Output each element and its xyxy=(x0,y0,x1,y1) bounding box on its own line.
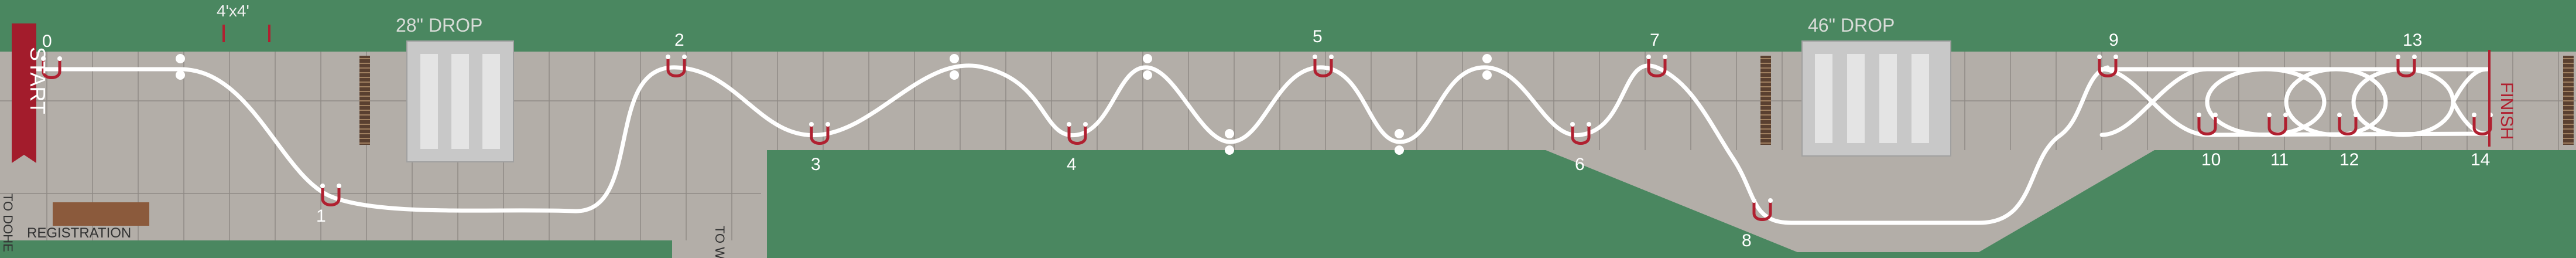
gate-bracket-icon xyxy=(1313,55,1334,77)
gate-bracket-icon xyxy=(1646,55,1667,77)
gate-bracket-icon xyxy=(2197,113,2218,135)
gate-bracket-icon xyxy=(2396,55,2417,77)
cone-dot-icon xyxy=(1143,54,1152,63)
gate-bracket-icon xyxy=(1067,122,1088,145)
drain-grates xyxy=(359,56,2574,145)
drain-grate-icon xyxy=(1760,56,1771,145)
cone-markers xyxy=(176,54,1492,155)
gate-number-2: 2 xyxy=(674,30,684,50)
gate-number-0: 0 xyxy=(42,32,52,51)
cone-dot-icon xyxy=(1225,129,1234,138)
grid-scale-marker xyxy=(222,25,270,42)
grid-scale-label: 4'x4' xyxy=(217,2,249,20)
gate-number-7: 7 xyxy=(1650,30,1660,50)
gate-number-12: 12 xyxy=(2339,150,2359,169)
cone-dot-icon xyxy=(1143,70,1152,80)
registration-table xyxy=(53,202,149,226)
gate-bracket-icon xyxy=(1570,122,1591,145)
cone-dot-icon xyxy=(1482,70,1492,80)
gate-bracket-icon xyxy=(809,122,830,145)
cone-dot-icon xyxy=(176,54,185,63)
gate-number-10: 10 xyxy=(2201,150,2221,169)
drop-28-label: 28" DROP xyxy=(396,15,482,36)
drain-grate-icon xyxy=(2563,56,2574,145)
cone-dot-icon xyxy=(950,54,959,63)
gate-bracket-icon xyxy=(2267,113,2288,135)
cone-dot-icon xyxy=(1395,145,1404,155)
gate-bracket-icon xyxy=(1752,198,1773,221)
gate-number-13: 13 xyxy=(2403,30,2422,50)
drop-46-label: 46" DROP xyxy=(1808,15,1895,36)
cone-dot-icon xyxy=(1395,129,1404,138)
gate-bracket-icon xyxy=(2097,55,2118,77)
gate-bracket-icon xyxy=(41,56,62,79)
gate-bracket-icon xyxy=(666,55,687,77)
drop-ramp-28 xyxy=(406,40,514,162)
gate-bracket-icon xyxy=(2337,113,2358,135)
cone-dot-icon xyxy=(1482,54,1492,63)
cone-dot-icon xyxy=(950,70,959,80)
gate-number-1: 1 xyxy=(316,206,326,226)
to-doheny-label: TO DOHE xyxy=(1,193,15,252)
gate-bracket-icon xyxy=(320,184,341,206)
gate-number-6: 6 xyxy=(1575,155,1585,174)
finish-label: FINISH xyxy=(2497,82,2516,140)
gate-markers xyxy=(41,55,2493,221)
gate-number-11: 11 xyxy=(2270,150,2289,169)
cone-dot-icon xyxy=(1225,145,1234,155)
start-label: START xyxy=(26,47,50,114)
gate-number-3: 3 xyxy=(811,155,821,174)
drain-grate-icon xyxy=(359,56,370,145)
drop-ramp-46 xyxy=(1801,40,1951,157)
gate-number-4: 4 xyxy=(1067,155,1077,174)
start-banner: START xyxy=(12,23,50,163)
cone-dot-icon xyxy=(176,70,185,80)
gate-number-14: 14 xyxy=(2471,150,2490,169)
to-w-label: TO W xyxy=(712,226,727,258)
gate-number-5: 5 xyxy=(1313,27,1323,46)
registration-label: REGISTRATION xyxy=(27,225,131,241)
gate-number-8: 8 xyxy=(1742,231,1752,250)
gate-number-9: 9 xyxy=(2109,30,2119,50)
